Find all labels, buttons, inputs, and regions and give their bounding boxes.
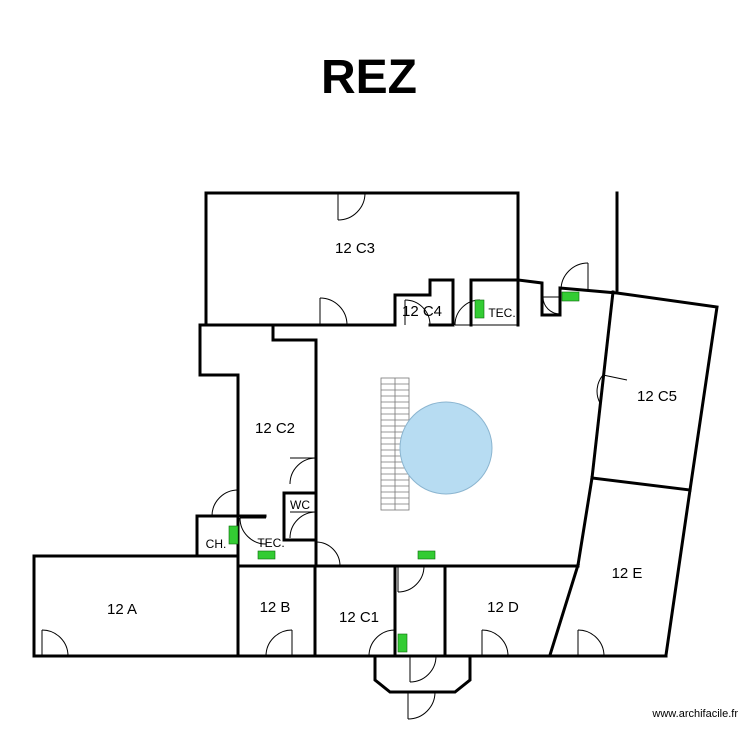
room-label-c1: 12 C1 (339, 609, 379, 626)
room-label-tec-top: TEC. (488, 306, 515, 320)
doors (41, 192, 628, 720)
pool (399, 401, 493, 495)
sensor-hall (417, 550, 436, 560)
room-label-c4: 12 C4 (402, 303, 442, 320)
walls-block-c2 (195, 323, 318, 568)
room-label-wc: WC (290, 498, 310, 512)
room-label-a: 12 A (107, 601, 137, 618)
room-label-b: 12 B (260, 599, 291, 616)
room-label-c3: 12 C3 (335, 240, 375, 257)
room-label-e: 12 E (612, 565, 643, 582)
sensor-corridor (397, 633, 408, 653)
room-label-c2: 12 C2 (255, 420, 295, 437)
room-label-d: 12 D (487, 599, 519, 616)
sensors (228, 291, 580, 653)
sensor-right-top (561, 291, 580, 302)
room-label-tec-low: TEC. (257, 536, 284, 550)
sensor-tec-low (257, 550, 276, 560)
walls-bottom-rooms (32, 554, 668, 694)
walls-block-c3 (204, 191, 520, 327)
room-label-c5: 12 C5 (637, 388, 677, 405)
credit-link[interactable]: www.archifacile.fr (651, 708, 738, 720)
plan-title: REZ (321, 51, 417, 104)
room-label-ch: CH. (206, 537, 227, 551)
sensor-ch (228, 525, 239, 545)
walls-central-hall (236, 278, 719, 657)
sensor-tec-top (474, 299, 485, 319)
